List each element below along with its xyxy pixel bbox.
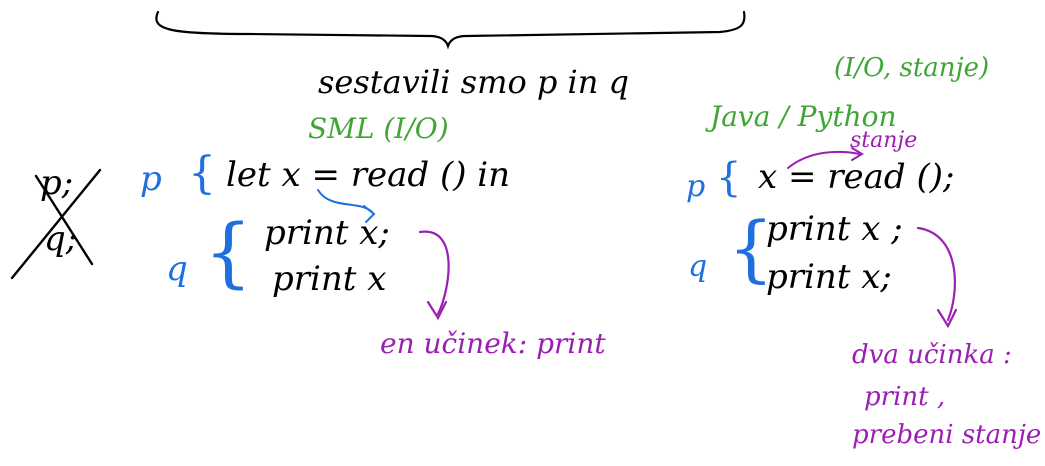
left-q-label: q bbox=[166, 249, 188, 289]
io-state-label: (I/O, stanje) bbox=[834, 53, 990, 83]
left-purple-arrowhead bbox=[426, 300, 448, 321]
right-effect-note-line-1: dva učinka : bbox=[852, 340, 1012, 370]
right-read-statement: x = read (); bbox=[758, 157, 955, 197]
crossed-out-q: q; bbox=[44, 219, 78, 259]
let-read-line: let x = read () in bbox=[226, 155, 511, 195]
top-brace-stroke bbox=[155, 10, 746, 50]
left-q-brace: { bbox=[204, 207, 253, 296]
left-purple-arrow bbox=[418, 230, 450, 316]
right-p-brace: { bbox=[716, 155, 742, 201]
left-p-brace: { bbox=[188, 148, 216, 199]
left-print-line-2: print x bbox=[272, 259, 387, 299]
sml-io-label: SML (I/O) bbox=[308, 112, 449, 145]
left-p-label: p bbox=[140, 159, 162, 199]
left-print-line-1: print x; bbox=[264, 213, 390, 253]
right-p-label: p bbox=[686, 169, 706, 204]
right-purple-arrowhead bbox=[936, 308, 958, 329]
java-python-label: Java / Python bbox=[710, 100, 897, 133]
right-purple-arrow bbox=[916, 226, 956, 322]
right-effect-note-line-2: print , bbox=[864, 382, 946, 412]
right-print-line-2: print x; bbox=[766, 257, 892, 297]
left-blue-arrowhead bbox=[363, 205, 376, 223]
crossed-out-p: p; bbox=[40, 163, 74, 203]
right-effect-note-line-3: prebeni stanje x bbox=[852, 420, 1045, 450]
right-q-label: q bbox=[688, 249, 708, 284]
right-print-line-1: print x ; bbox=[766, 209, 903, 249]
right-purple-small-arrow bbox=[787, 150, 861, 169]
right-purple-small-arrowhead bbox=[851, 147, 864, 161]
header-note: sestavili smo p in q bbox=[318, 63, 630, 101]
cross-out-stroke-2 bbox=[34, 174, 94, 266]
cross-out-stroke-1 bbox=[10, 168, 102, 280]
right-q-brace: { bbox=[728, 206, 774, 290]
stanje-annotation: stanje bbox=[850, 128, 918, 153]
left-effect-note: en učinek: print bbox=[380, 327, 606, 360]
